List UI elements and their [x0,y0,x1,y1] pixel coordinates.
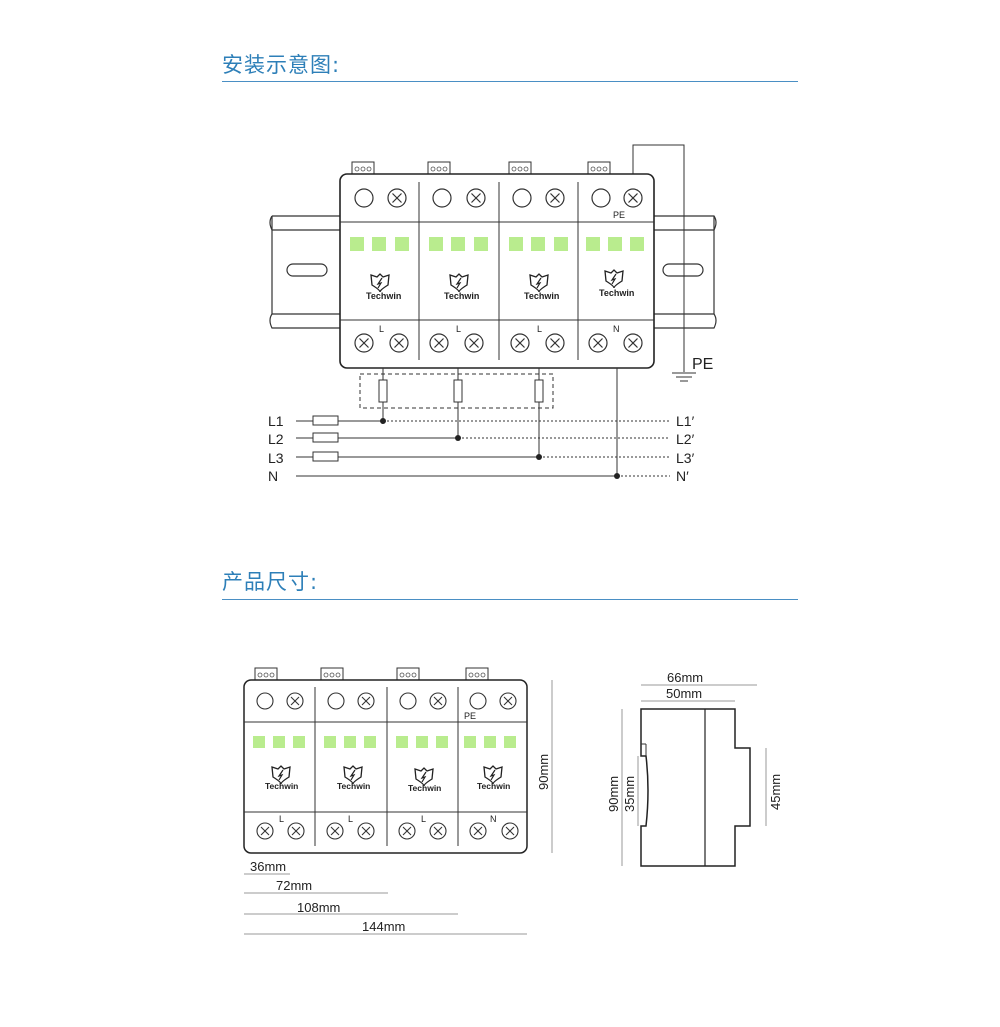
module-label: L [537,324,542,334]
width-dimension: 144mm [362,919,405,934]
brand-name: Techwin [477,781,510,791]
module-tabs [508,161,532,175]
line-label-right: L3′ [676,450,695,466]
module-tabs [351,161,375,175]
pe-module-label: PE [464,711,476,721]
status-indicators [253,736,516,748]
line-label-left: L1 [268,413,284,429]
pe-module-label: PE [613,210,625,220]
module-label: L [421,814,426,824]
module-label: L [348,814,353,824]
width-dimension: 72mm [276,878,312,893]
brand-name: Techwin [366,291,401,301]
install-section-title: 安装示意图: [222,53,341,77]
side-depth-dimension: 66mm [667,670,703,685]
din-rail [269,215,717,329]
height-dimension: 90mm [536,754,551,790]
line-label-left: L2 [268,431,284,447]
line-label-right: L1′ [676,413,695,429]
brand-name: Techwin [444,291,479,301]
brand-name: Techwin [408,783,441,793]
line-label-left: L3 [268,450,284,466]
ground-pe-label: PE [692,356,713,373]
module-tabs [427,161,451,175]
size-section-rule [222,599,798,600]
install-diagram: PE PE Techwin Techwin Tech [268,144,717,484]
size-front-view: PE Techwin Techwin Techwin Techwin L L L… [243,667,553,935]
brand-name: Techwin [265,781,298,791]
brand-name: Techwin [599,288,634,298]
line-label-right: L2′ [676,431,695,447]
line-label-right: N′ [676,468,689,484]
side-height-dimension: 45mm [768,774,783,810]
brand-name: Techwin [337,781,370,791]
module-tabs [587,161,611,175]
side-height-dimension: 35mm [622,776,637,812]
width-dimension: 108mm [297,900,340,915]
side-depth-dimension: 50mm [666,686,702,701]
side-height-dimension: 90mm [606,776,621,812]
line-label-left: N [268,468,278,484]
brand-name: Techwin [524,291,559,301]
install-section-rule [222,81,798,82]
size-section-title: 产品尺寸: [222,570,319,594]
status-indicators [350,237,644,251]
fuse-group-box [359,373,554,409]
size-side-view: 66mm 50mm 90mm 35mm 45mm [606,670,783,867]
module-label: N [613,324,620,334]
module-label: L [456,324,461,334]
width-dimension: 36mm [250,859,286,874]
module-label: L [379,324,384,334]
pe-wire [632,144,696,382]
power-lines [296,415,617,477]
module-label: N [490,814,497,824]
module-label: L [279,814,284,824]
